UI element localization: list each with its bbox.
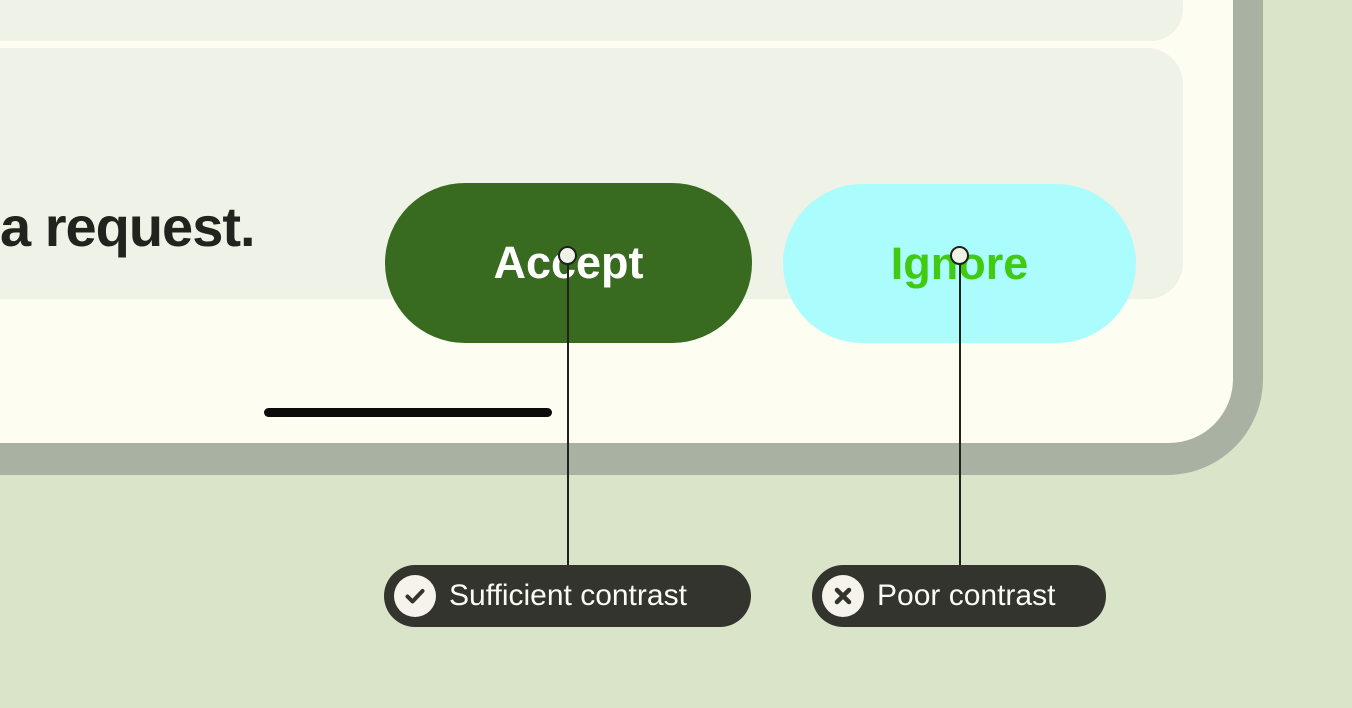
callout-sufficient-contrast: Sufficient contrast xyxy=(384,565,751,627)
callout-label: Sufficient contrast xyxy=(449,579,687,612)
home-indicator-bar xyxy=(264,408,552,417)
cross-circle-icon xyxy=(822,575,864,617)
notification-panel-top xyxy=(0,0,1183,41)
check-circle-icon xyxy=(394,575,436,617)
leader-line-ignore xyxy=(959,258,961,566)
callout-label: Poor contrast xyxy=(877,579,1056,612)
leader-line-accept xyxy=(567,258,569,566)
anchor-dot-accept xyxy=(558,246,577,265)
notification-panel: a request. Accept Ignore xyxy=(0,48,1183,343)
callout-poor-contrast: Poor contrast xyxy=(812,565,1106,627)
anchor-dot-ignore xyxy=(950,246,969,265)
notification-message: a request. xyxy=(0,195,256,258)
